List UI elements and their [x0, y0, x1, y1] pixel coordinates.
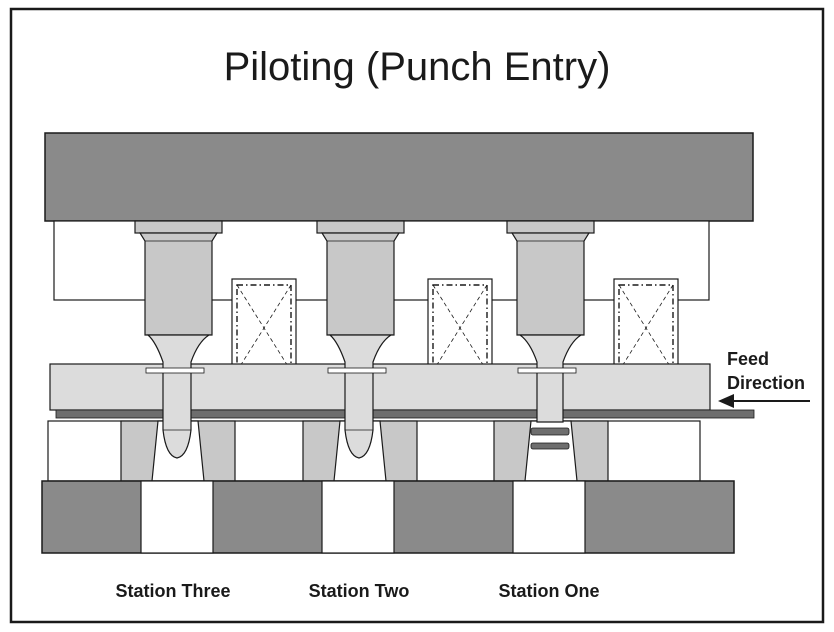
idle-station-box — [427, 278, 493, 376]
slug-opening — [512, 480, 586, 554]
slug — [530, 442, 570, 450]
upper-die-shoe — [44, 132, 754, 222]
stripper-clearance — [327, 367, 387, 374]
slug-opening — [321, 480, 395, 554]
slug — [530, 427, 570, 436]
stripper-clearance — [145, 367, 205, 374]
idle-station-box — [613, 278, 679, 376]
slug-opening — [140, 480, 214, 554]
punch-station-one — [506, 220, 595, 450]
pilot-punch-station-three — [134, 220, 223, 459]
strip-material — [55, 409, 755, 419]
feed-direction-arrow-icon — [718, 394, 810, 408]
stripper-clearance — [517, 367, 577, 374]
station-label-two: Station Two — [309, 581, 410, 601]
feed-direction-label: Direction — [727, 373, 805, 393]
station-label-one: Station One — [498, 581, 599, 601]
diagram-title: Piloting (Punch Entry) — [224, 45, 611, 89]
pilot-punch-station-two — [316, 220, 405, 459]
idle-station-box — [231, 278, 297, 376]
feed-direction-label: Feed — [727, 349, 769, 369]
station-label-three: Station Three — [115, 581, 230, 601]
